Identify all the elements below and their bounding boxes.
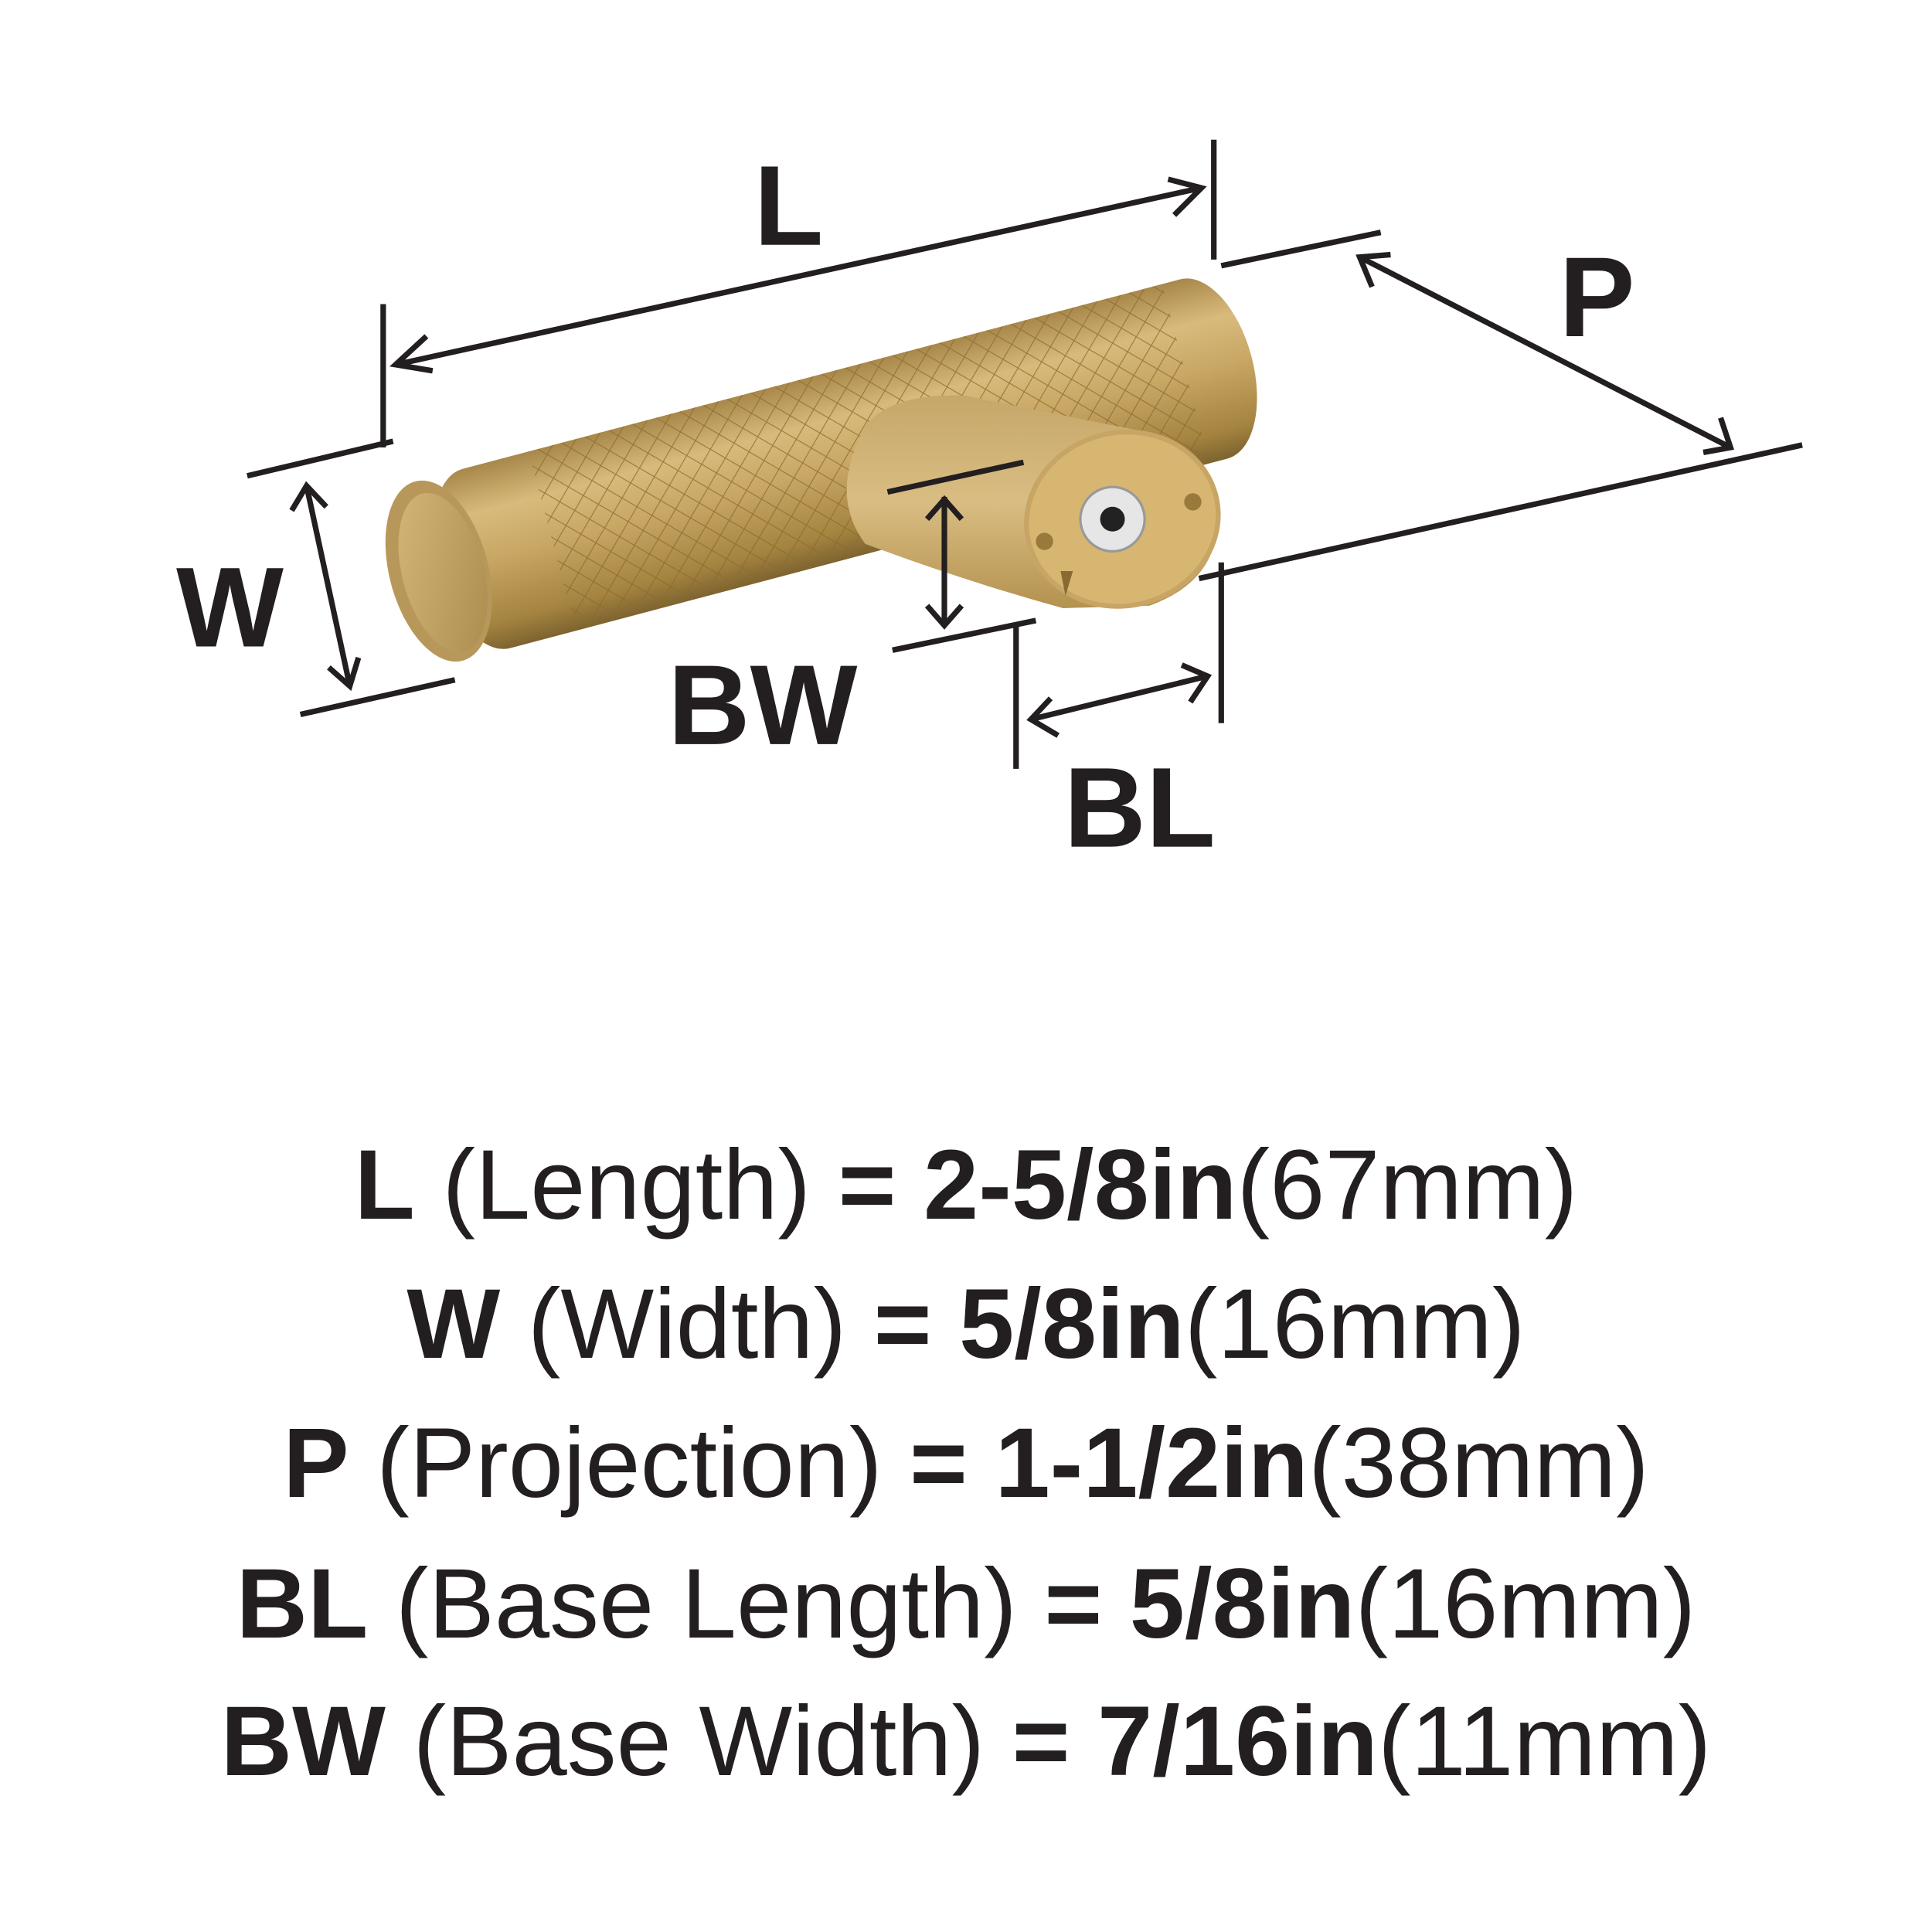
label-projection: P — [1559, 234, 1634, 361]
spec-line-width: W (Width) = 5/8in(16mm) — [406, 1269, 1526, 1379]
spec-line-projection: P (Projection) = 1-1/2in(38mm) — [283, 1408, 1649, 1519]
label-width: W — [176, 545, 284, 672]
label-base-length: BL — [1064, 745, 1216, 872]
spec-line-base-width: BW (Base Width) = 7/16in(11mm) — [220, 1686, 1712, 1797]
knob-base — [846, 395, 1221, 609]
label-length: L — [754, 143, 824, 270]
dimension-lines — [247, 139, 1803, 769]
spec-line-base-length: BL (Base Length) = 5/8in(16mm) — [236, 1549, 1696, 1659]
spec-line-length: L (Length) = 2-5/8in(67mm) — [354, 1130, 1578, 1240]
label-base-width: BW — [668, 642, 857, 769]
